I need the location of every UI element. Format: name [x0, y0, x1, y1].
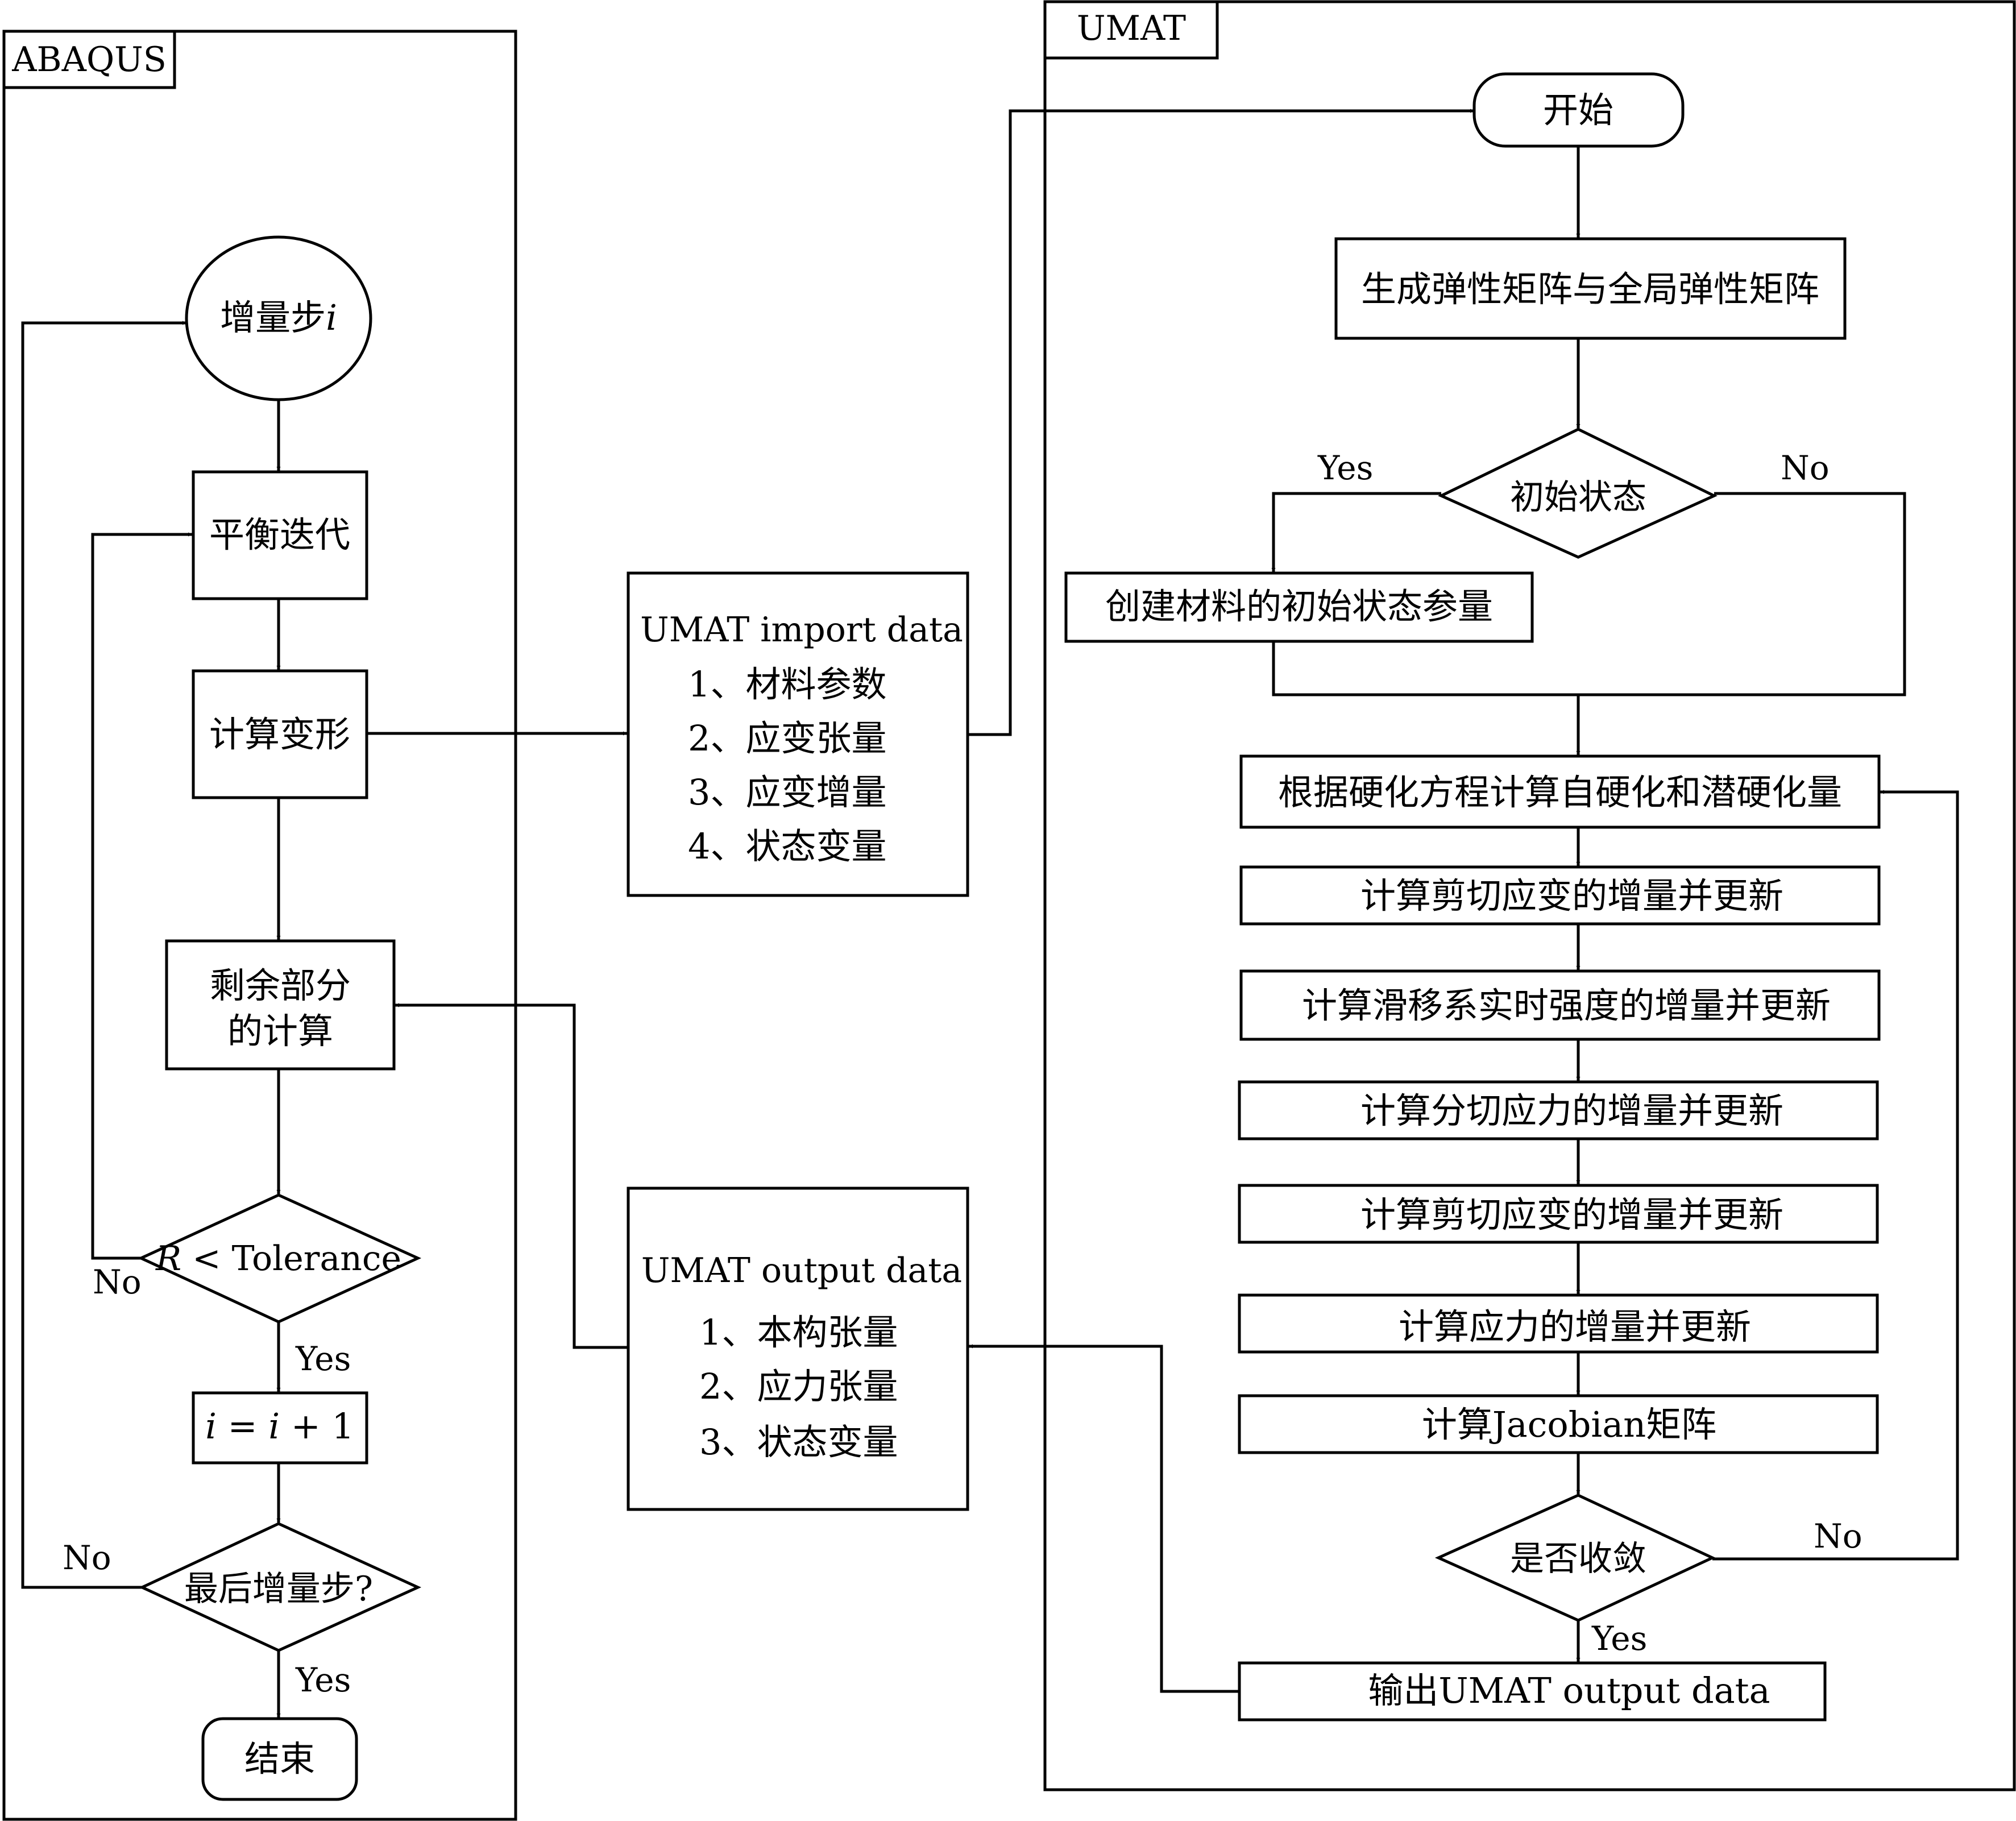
umat-output-node: 输出UMAT output data [1238, 1661, 1827, 1722]
shear-strain-label-1: 计算剪切应变的增量并更新 [1360, 875, 1783, 916]
shear-strain-node-2: 计算剪切应变的增量并更新 [1238, 1184, 1879, 1244]
umat-start-node: 开始 [1472, 72, 1685, 148]
arrow-convergence-no-loop [1712, 790, 1959, 1561]
arrow-tolerance-no-loop [91, 532, 192, 1260]
umat-import-item: 3、应变增量 [688, 771, 886, 813]
umat-output-item: 3、状态变量 [699, 1421, 898, 1463]
increment-counter-node: i = i + 1 [192, 1391, 368, 1465]
umat-output-title: UMAT output data [641, 1251, 962, 1291]
umat-title: UMAT [1077, 9, 1186, 48]
jacobian-node: 计算Jacobian矩阵 [1238, 1394, 1879, 1454]
compute-deformation-node: 计算变形 [192, 669, 368, 799]
umat-output-box: UMAT output data 1、本构张量 2、应力张量 3、状态变量 [627, 1187, 969, 1511]
umat-import-item: 2、应变张量 [688, 717, 886, 759]
last-step-label: 最后增量步? [184, 1569, 373, 1609]
residual-line1: 剩余部分 [210, 965, 351, 1006]
increment-counter-label: i = i + 1 [205, 1405, 354, 1447]
arrow-last-no-loop [21, 321, 186, 1589]
hardening-label: 根据硬化方程计算自硬化和潜硬化量 [1278, 771, 1842, 813]
abaqus-panel: ABAQUS 增量步i 平衡迭代 计算变形 剩余部分 的计算 R < Toler… [2, 30, 517, 1821]
last-step-yes-label: Yes [295, 1661, 351, 1699]
convergence-no-label: No [1814, 1517, 1862, 1555]
umat-import-title: UMAT import data [640, 610, 963, 650]
equilibrium-iteration-node: 平衡迭代 [192, 470, 368, 600]
umat-import-item: 1、材料参数 [688, 663, 886, 705]
shear-strain-label-2: 计算剪切应变的增量并更新 [1360, 1194, 1783, 1235]
residual-line2: 的计算 [227, 1010, 333, 1052]
last-step-decision: 最后增量步? [139, 1522, 422, 1652]
equilibrium-iteration-label: 平衡迭代 [209, 514, 350, 555]
initial-state-decision: 初始状态 [1438, 428, 1718, 559]
increment-step-label: 增量步i [220, 297, 337, 338]
hardening-node: 根据硬化方程计算自硬化和潜硬化量 [1239, 754, 1881, 829]
compute-deformation-label: 计算变形 [209, 714, 350, 755]
umat-panel: UMAT 开始 生成弹性矩阵与全局弹性矩阵 初始状态 创建材料的初始状态参量 根… [1043, 0, 2016, 1791]
end-label: 结束 [244, 1738, 315, 1779]
tolerance-yes-label: Yes [295, 1339, 351, 1378]
tolerance-no-label: No [93, 1263, 142, 1301]
line-initial-no-merge [1272, 492, 1906, 696]
arrow-import-to-umat-start [968, 109, 1474, 736]
stress-increment-label: 计算应力的增量并更新 [1399, 1306, 1751, 1347]
arrow-umat-output-to-output-box [969, 1344, 1238, 1693]
umat-start-label: 开始 [1543, 89, 1613, 131]
arrow-output-to-residual [395, 1003, 628, 1349]
generate-matrix-node: 生成弹性矩阵与全局弹性矩阵 [1334, 237, 1847, 340]
umat-import-box: UMAT import data 1、材料参数 2、应变张量 3、应变增量 4、… [627, 571, 969, 897]
increment-step-node: 增量步i [185, 235, 372, 401]
umat-output-item: 2、应力张量 [699, 1366, 898, 1407]
convergence-label: 是否收敛 [1510, 1539, 1646, 1579]
tolerance-decision: R < Tolerance [138, 1193, 422, 1324]
initial-no-label: No [1781, 449, 1830, 487]
resolved-stress-label: 计算分切应力的增量并更新 [1360, 1090, 1783, 1131]
initial-yes-label: Yes [1317, 449, 1373, 487]
create-params-node: 创建材料的初始状态参量 [1064, 571, 1534, 643]
residual-computation-node: 剩余部分 的计算 [165, 939, 396, 1071]
initial-state-label: 初始状态 [1510, 478, 1646, 517]
end-node: 结束 [201, 1717, 358, 1801]
stress-increment-node: 计算应力的增量并更新 [1238, 1293, 1879, 1354]
umat-output-label: 输出UMAT output data [1368, 1670, 1770, 1711]
resolved-stress-node: 计算分切应力的增量并更新 [1238, 1080, 1879, 1140]
slip-strength-label: 计算滑移系实时强度的增量并更新 [1302, 985, 1831, 1026]
umat-output-item: 1、本构张量 [699, 1312, 898, 1353]
convergence-yes-label: Yes [1591, 1619, 1647, 1658]
tolerance-label: R < Tolerance [155, 1239, 401, 1279]
abaqus-title: ABAQUS [11, 40, 167, 80]
shear-strain-node-1: 计算剪切应变的增量并更新 [1239, 865, 1881, 926]
arrow-initial-yes [1271, 492, 1441, 572]
convergence-decision: 是否收敛 [1434, 1494, 1716, 1622]
create-params-label: 创建材料的初始状态参量 [1105, 586, 1493, 627]
generate-matrix-label: 生成弹性矩阵与全局弹性矩阵 [1361, 268, 1819, 310]
slip-strength-node: 计算滑移系实时强度的增量并更新 [1239, 969, 1881, 1041]
jacobian-label: 计算Jacobian矩阵 [1422, 1404, 1716, 1445]
umat-import-item: 4、状态变量 [688, 826, 886, 867]
last-step-no-label: No [63, 1538, 111, 1577]
